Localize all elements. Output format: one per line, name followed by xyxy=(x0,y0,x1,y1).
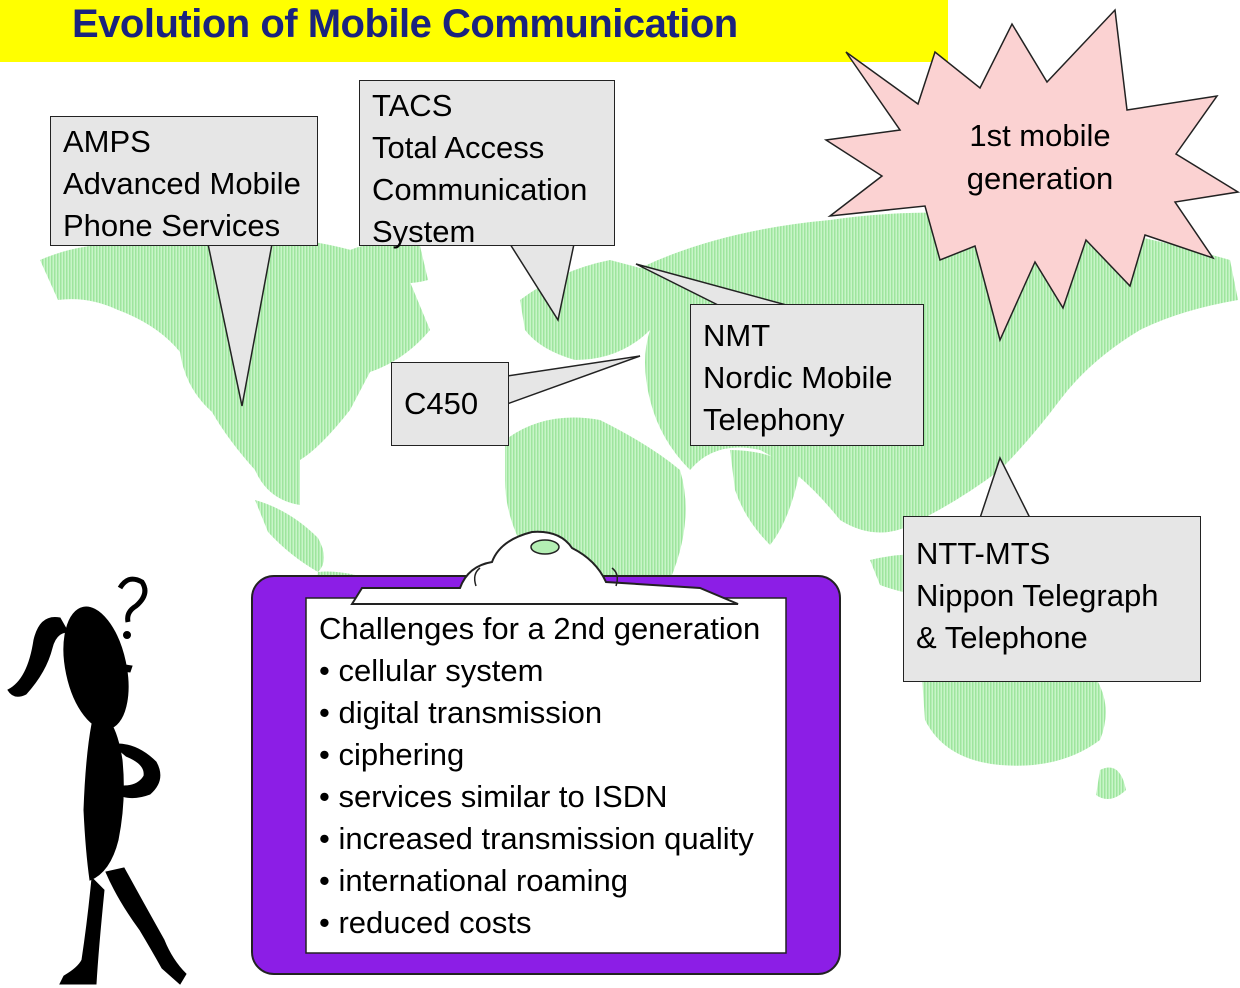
callout-tacs-line: System xyxy=(372,214,476,249)
callout-c450: C450 xyxy=(391,362,509,446)
starburst-icon xyxy=(823,8,1240,343)
callout-nmt-line: Nordic Mobile xyxy=(703,360,893,395)
burst-label: 1st mobile generation xyxy=(940,114,1140,200)
burst-label-line: generation xyxy=(966,161,1114,196)
callout-ntt-line: NTT-MTS xyxy=(916,536,1051,571)
clipboard-item: • reduced costs xyxy=(319,905,532,940)
clipboard-item: • ciphering xyxy=(319,737,465,772)
page-title: Evolution of Mobile Communication xyxy=(72,2,738,46)
callout-tacs-line: Total Access xyxy=(372,130,545,165)
title-bar xyxy=(0,0,948,62)
callout-tacs: TACS Total Access Communication System xyxy=(359,80,615,249)
clipboard-icon xyxy=(251,530,841,975)
callout-amps: AMPS Advanced Mobile Phone Services xyxy=(50,116,318,246)
callout-nmt: NMT Nordic Mobile Telephony xyxy=(690,304,924,446)
callout-tacs-line: Communication xyxy=(372,172,588,207)
callout-tail-c450 xyxy=(506,355,641,406)
callout-amps-line: Advanced Mobile xyxy=(63,166,301,201)
clipboard-item: • services similar to ISDN xyxy=(319,779,668,814)
callout-ntt-line: Nippon Telegraph xyxy=(916,578,1159,613)
burst-label-line: 1st mobile xyxy=(969,118,1111,153)
clipboard-heading: Challenges for a 2nd generation xyxy=(319,611,761,646)
callout-c450-line: C450 xyxy=(404,386,479,421)
callout-tacs-line: TACS xyxy=(372,88,453,123)
callout-ntt: NTT-MTS Nippon Telegraph & Telephone xyxy=(903,516,1201,682)
clipboard-item: • cellular system xyxy=(319,653,544,688)
clipboard-content: Challenges for a 2nd generation • cellul… xyxy=(319,608,781,944)
callout-nmt-line: Telephony xyxy=(703,402,845,437)
clipboard-item: • digital transmission xyxy=(319,695,603,730)
callout-ntt-line: & Telephone xyxy=(916,620,1088,655)
clipboard-item: • increased transmission quality xyxy=(319,821,754,856)
callout-amps-line: AMPS xyxy=(63,124,151,159)
callout-amps-line: Phone Services xyxy=(63,208,281,243)
clipboard-item: • international roaming xyxy=(319,863,628,898)
callout-nmt-line: NMT xyxy=(703,318,771,353)
thinking-stick-figure-icon xyxy=(7,576,187,985)
